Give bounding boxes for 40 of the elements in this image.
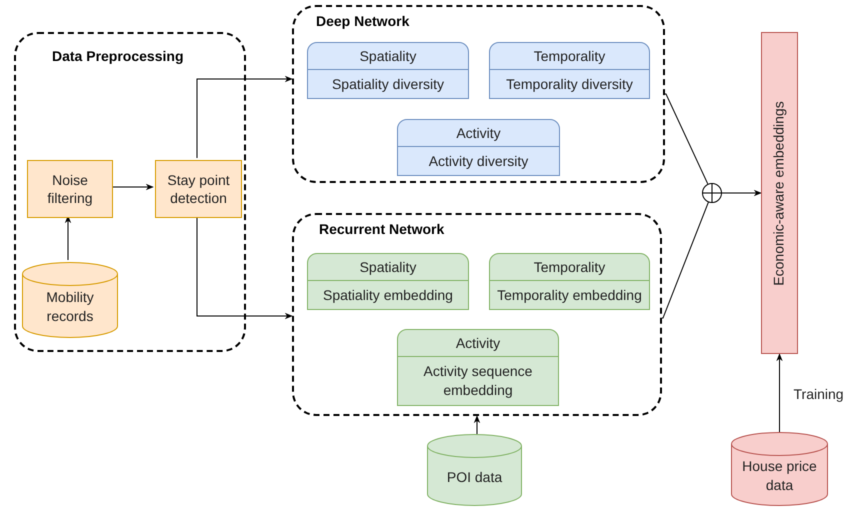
box-label: Noise filtering: [46, 171, 94, 207]
process-box: [27, 160, 113, 218]
split-card: [397, 119, 560, 176]
card-body: Activity sequence embedding: [422, 362, 534, 400]
card-heading: Spatiality: [360, 258, 416, 277]
split-card: [307, 253, 469, 310]
card-body: Spatiality embedding: [323, 286, 453, 304]
group-title: Deep Network: [316, 13, 410, 29]
connector-arrow: [474, 415, 480, 434]
split-card: [489, 253, 650, 310]
card-body: Activity diversity: [428, 152, 528, 170]
card-heading: Temporality: [534, 258, 606, 277]
card-heading: Activity: [456, 124, 501, 143]
group-title: Recurrent Network: [319, 221, 444, 237]
card-body: Spatiality diversity: [332, 74, 444, 94]
split-card: [489, 42, 650, 99]
connector-arrow: [196, 76, 293, 158]
group-title: Data Preprocessing: [52, 48, 184, 64]
card-heading: Spatiality: [360, 46, 416, 66]
cylinder-label: Mobility records: [45, 288, 95, 326]
split-card: [397, 329, 559, 406]
edge-label: Training: [794, 386, 844, 402]
connector-arrow: [722, 190, 762, 196]
bar-label: Economic-aware embeddings: [770, 100, 788, 286]
process-box: [155, 160, 242, 218]
split-card: [307, 42, 469, 99]
dashed-group-frame: [14, 32, 246, 352]
card-heading: Temporality: [534, 46, 606, 66]
embedding-bar: [761, 32, 798, 354]
box-label: Stay point detection: [166, 171, 231, 207]
connector-arrow: [776, 353, 783, 432]
cylinder-label: House price data: [741, 457, 818, 495]
sum-circle-icon: [702, 183, 722, 203]
connector-arrow: [196, 216, 293, 320]
dashed-group-frame: [292, 5, 665, 183]
card-heading: Activity: [456, 334, 500, 353]
cylinder-label: POI data: [446, 468, 502, 486]
card-body: Temporality diversity: [506, 74, 633, 94]
card-body: Temporality embedding: [497, 286, 642, 304]
dashed-group-frame: [292, 213, 662, 416]
